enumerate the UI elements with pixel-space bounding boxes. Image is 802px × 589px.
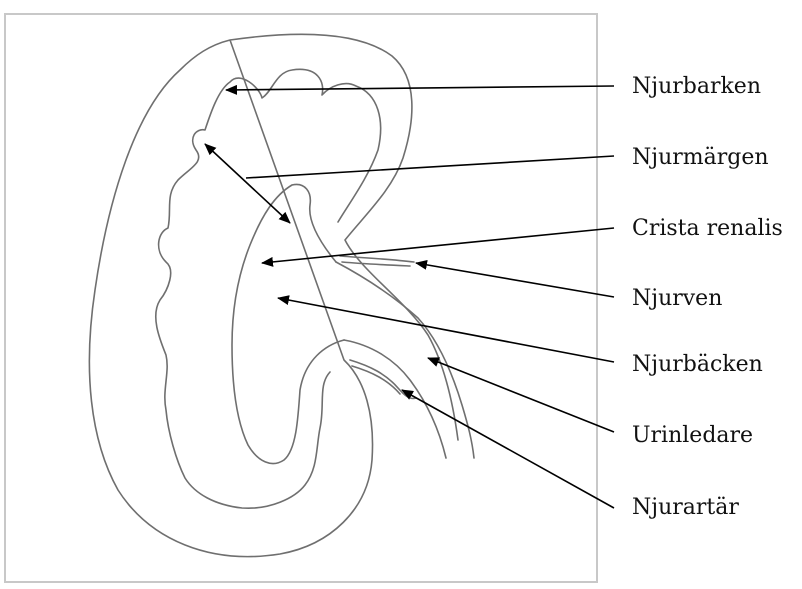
renal-vein-outline (340, 256, 414, 266)
arrow-njurbarken (226, 86, 614, 90)
arrow-njurven (416, 263, 614, 297)
label-crista-renalis: Crista renalis (632, 216, 783, 241)
arrow-njurartar (402, 390, 614, 508)
label-njurven: Njurven (632, 286, 722, 311)
label-njurmargen: Njurmärgen (632, 145, 769, 170)
renal-sinus-outline (232, 184, 344, 463)
arrow-njurmargen-span (205, 144, 290, 223)
label-njurbarken: Njurbarken (632, 74, 761, 99)
label-urinledare: Urinledare (632, 423, 753, 448)
label-njurbacken: Njurbäcken (632, 352, 763, 377)
label-njurartar: Njurartär (632, 495, 739, 520)
medulla-wavy-boundary (156, 69, 381, 508)
arrow-njurmargen (246, 156, 614, 178)
kidney-outer-outline (89, 34, 458, 556)
ureter-outline (336, 262, 474, 458)
arrow-njurbacken (278, 298, 614, 362)
arrow-crista-renalis (262, 228, 614, 263)
